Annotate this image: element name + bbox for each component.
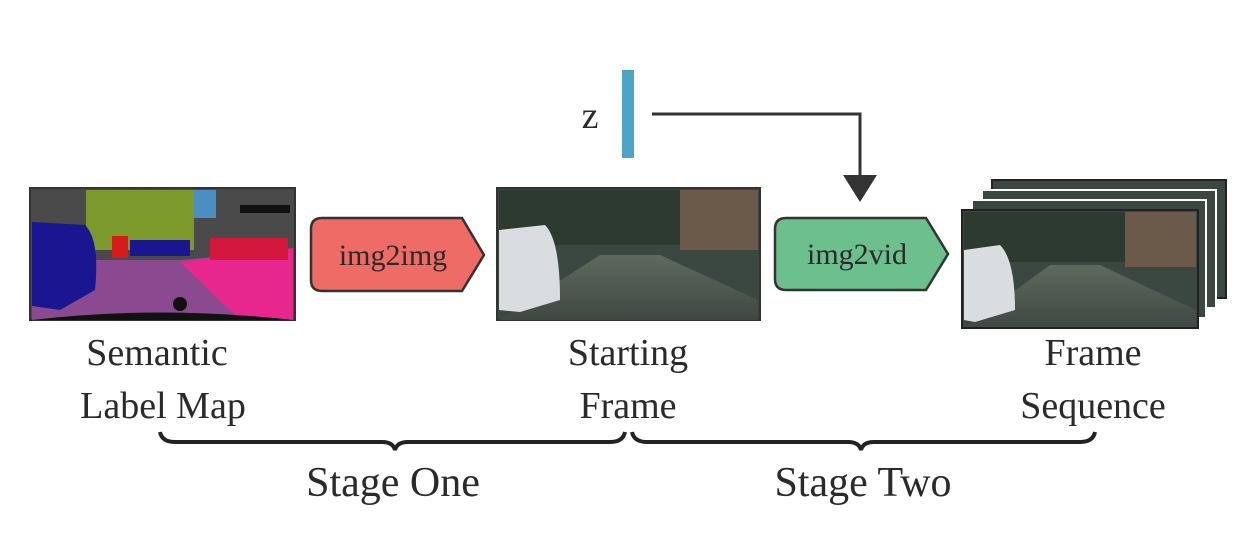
- latent-vector-bar: [622, 70, 634, 158]
- frame-1: [961, 209, 1199, 329]
- arrowhead-icon: [843, 175, 877, 202]
- semantic-label-map-image: [29, 187, 296, 321]
- img2img-label: img2img: [339, 239, 447, 272]
- semantic-label-map-caption-1: Semantic: [86, 332, 227, 374]
- stage-one-title: Stage One: [306, 460, 480, 506]
- img2vid-label: img2vid: [807, 238, 907, 271]
- frame-sequence-caption-2: Sequence: [1020, 385, 1166, 427]
- latent-z-label: z: [582, 95, 599, 137]
- starting-frame-caption-2: Frame: [579, 385, 676, 427]
- img2vid-model-box: img2vid: [773, 216, 950, 292]
- frame-sequence-stack: [961, 179, 1227, 329]
- starting-frame-caption-1: Starting: [568, 332, 688, 374]
- starting-frame-image: [496, 187, 761, 321]
- img2vid-shape: [773, 216, 950, 292]
- latent-arrow: [652, 112, 862, 180]
- semantic-label-map-caption-2: Label Map: [80, 385, 246, 427]
- stage-two-title: Stage Two: [774, 460, 951, 506]
- stage-one-brace: [158, 431, 627, 451]
- img2img-shape: [309, 216, 486, 293]
- frame-sequence-caption-1: Frame: [1044, 332, 1141, 374]
- img2img-model-box: img2img: [309, 216, 486, 293]
- stage-two-brace: [630, 431, 1097, 451]
